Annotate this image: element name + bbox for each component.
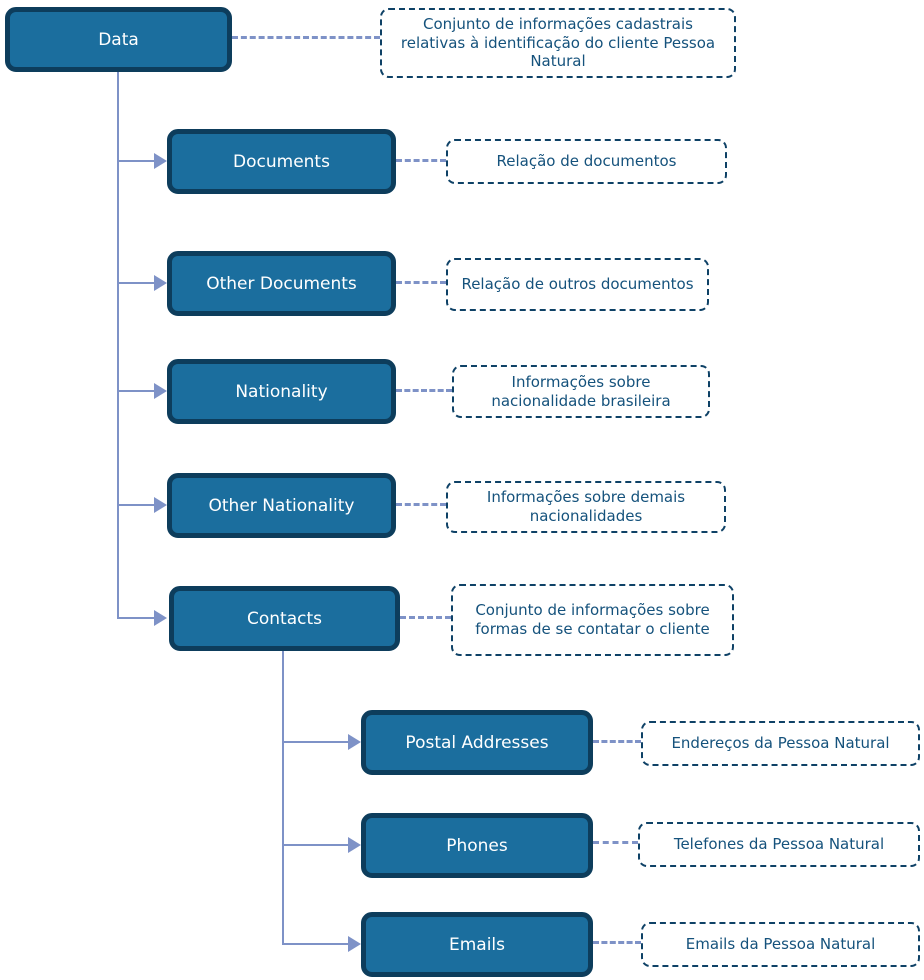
- connector-root-trunk: [117, 71, 119, 619]
- callout-other-nationality-note-text: Informações sobre demais nacionalidades: [486, 488, 686, 525]
- note-link-postal-addresses: [593, 740, 641, 743]
- note-link-nationality: [396, 389, 452, 392]
- node-phones: Phones: [361, 813, 593, 878]
- note-link-emails: [593, 941, 641, 944]
- node-data-label: Data: [98, 29, 139, 50]
- note-link-documents: [396, 159, 446, 162]
- node-contacts-label: Contacts: [247, 608, 322, 629]
- arrowhead-other-documents-icon: [154, 275, 167, 291]
- node-emails: Emails: [361, 912, 593, 977]
- callout-phones-note: Telefones da Pessoa Natural: [638, 822, 920, 867]
- callout-documents-note-text: Relação de documentos: [496, 152, 677, 171]
- connector-branch-other-nationality: [117, 504, 155, 506]
- note-link-data: [232, 36, 380, 39]
- callout-nationality-note: Informações sobre nacionalidade brasilei…: [452, 365, 710, 418]
- node-documents-label: Documents: [233, 151, 330, 172]
- connector-branch-contacts: [117, 617, 155, 619]
- callout-postal-addresses-note: Endereços da Pessoa Natural: [641, 721, 920, 766]
- arrowhead-other-nationality-icon: [154, 497, 167, 513]
- connector-branch-postal-addresses: [282, 741, 348, 743]
- node-phones-label: Phones: [446, 835, 508, 856]
- arrowhead-documents-icon: [154, 153, 167, 169]
- connector-branch-documents: [117, 160, 155, 162]
- node-documents: Documents: [167, 129, 396, 194]
- callout-emails-note-text: Emails da Pessoa Natural: [685, 935, 876, 954]
- arrowhead-contacts-icon: [154, 610, 167, 626]
- node-nationality-label: Nationality: [235, 381, 328, 402]
- connector-branch-emails: [282, 943, 348, 945]
- connector-branch-phones: [282, 844, 348, 846]
- note-link-other-nationality: [396, 503, 446, 506]
- arrowhead-emails-icon: [348, 936, 361, 952]
- connector-contacts-trunk: [282, 651, 284, 945]
- node-contacts: Contacts: [169, 586, 400, 651]
- callout-contacts-note: Conjunto de informações sobre formas de …: [451, 584, 734, 656]
- callout-data-note-text: Conjunto de informações cadastrais relat…: [400, 14, 716, 71]
- note-link-other-documents: [396, 281, 446, 284]
- note-link-contacts: [400, 616, 451, 619]
- node-postal-addresses-label: Postal Addresses: [405, 732, 549, 753]
- callout-other-nationality-note: Informações sobre demais nacionalidades: [446, 481, 726, 533]
- note-link-phones: [593, 841, 638, 844]
- node-data: Data: [5, 7, 232, 72]
- connector-branch-other-documents: [117, 282, 155, 284]
- callout-nationality-note-text: Informações sobre nacionalidade brasilei…: [491, 372, 671, 410]
- node-other-nationality: Other Nationality: [167, 473, 396, 538]
- callout-contacts-note-text: Conjunto de informações sobre formas de …: [475, 601, 710, 638]
- callout-other-documents-note: Relação de outros documentos: [446, 258, 709, 311]
- arrowhead-postal-addresses-icon: [348, 734, 361, 750]
- connector-branch-nationality: [117, 390, 155, 392]
- callout-documents-note: Relação de documentos: [446, 139, 727, 184]
- arrowhead-nationality-icon: [154, 383, 167, 399]
- callout-phones-note-text: Telefones da Pessoa Natural: [673, 835, 885, 854]
- node-other-nationality-label: Other Nationality: [208, 495, 355, 516]
- node-other-documents: Other Documents: [167, 251, 396, 316]
- callout-emails-note: Emails da Pessoa Natural: [641, 922, 920, 967]
- node-emails-label: Emails: [448, 934, 506, 955]
- node-other-documents-label: Other Documents: [206, 273, 357, 294]
- node-postal-addresses: Postal Addresses: [361, 710, 593, 775]
- arrowhead-phones-icon: [348, 837, 361, 853]
- callout-other-documents-note-text: Relação de outros documentos: [461, 275, 694, 294]
- callout-data-note: Conjunto de informações cadastrais relat…: [380, 8, 736, 78]
- node-nationality: Nationality: [167, 359, 396, 424]
- callout-postal-addresses-note-text: Endereços da Pessoa Natural: [671, 734, 890, 753]
